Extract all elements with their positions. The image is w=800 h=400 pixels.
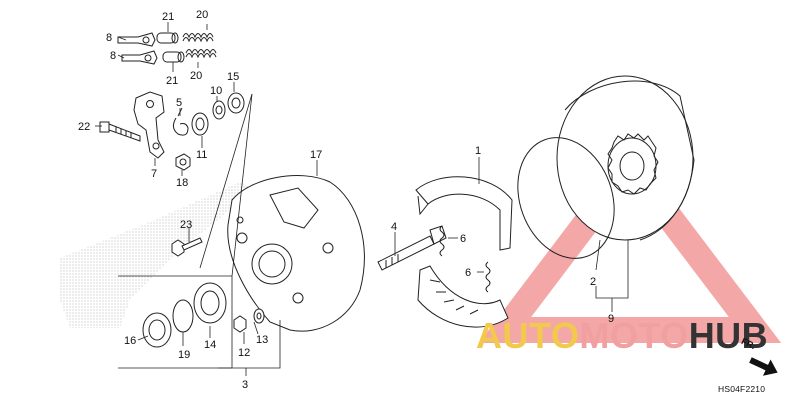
watermark-part-hub: HUB [689, 315, 769, 356]
part-17-brake-panel [227, 175, 365, 332]
watermark-part-moto: MOTO [579, 315, 688, 356]
callout-8-bottom: 8 [110, 50, 116, 62]
callout-20-top: 20 [196, 9, 208, 21]
front-arrow-icon [749, 357, 778, 376]
part-1-brake-shoe-lower [417, 265, 509, 328]
background-dotted-shape [60, 182, 255, 328]
part-20-spring-bottom [185, 49, 217, 59]
callout-8-top: 8 [106, 32, 112, 44]
callout-6-upper: 6 [460, 233, 466, 245]
callout-21-bottom: 21 [166, 75, 178, 87]
part-21-pin-top [156, 32, 179, 44]
part-18-nut [175, 153, 191, 171]
callout-13: 13 [256, 334, 268, 346]
callout-11: 11 [196, 149, 207, 161]
part-8-lever-bottom [121, 50, 158, 65]
watermark-part-auto: AUTO [476, 315, 579, 356]
part-5-spring [172, 107, 189, 136]
callout-1: 1 [475, 145, 481, 157]
part-20-spring-top [182, 33, 214, 43]
callout-20-bottom: 20 [190, 70, 202, 82]
part-16-seal [142, 312, 172, 348]
part-13-washer [253, 308, 265, 324]
part-10-washer [212, 100, 226, 120]
callout-7: 7 [151, 168, 157, 180]
part-19-circlip [172, 299, 194, 333]
part-12-bolt [233, 315, 247, 333]
callout-19: 19 [178, 349, 190, 361]
leader-lines [95, 22, 629, 376]
callout-4: 4 [391, 221, 397, 233]
diagram-code: HS04F2210 [718, 384, 765, 394]
callout-16: 16 [124, 335, 136, 347]
callout-18: 18 [176, 177, 188, 189]
watermark-triangle [478, 143, 782, 343]
callout-22: 22 [78, 121, 90, 133]
part-2-brake-drum [556, 75, 695, 241]
part-15-bearing [227, 92, 245, 114]
part-1-brake-shoe-upper [415, 176, 513, 251]
watermark-text: AUTOMOTOHUB [476, 315, 768, 356]
callout-labels: 20 21 8 8 21 20 15 10 5 22 11 7 18 17 23… [78, 9, 614, 391]
callout-2: 2 [590, 276, 596, 288]
part-2-wire-ring [517, 137, 615, 259]
part-7-bracket [133, 91, 165, 159]
callout-12: 12 [238, 347, 250, 359]
callout-3: 3 [242, 379, 248, 391]
callout-6-lower: 6 [465, 267, 471, 279]
callout-9: 9 [608, 313, 614, 325]
callout-23: 23 [180, 219, 192, 231]
callout-21-top: 21 [162, 11, 174, 23]
part-8-lever-top [117, 32, 156, 47]
callout-15: 15 [227, 71, 239, 83]
callout-10: 10 [210, 85, 222, 97]
callout-5: 5 [176, 97, 182, 109]
watermark-logo: AUTOMOTOHUB [476, 315, 768, 356]
part-6-spring-upper [439, 225, 445, 257]
part-21-pin-bottom [162, 51, 185, 63]
part-14-bearing [193, 282, 227, 324]
callout-14: 14 [204, 339, 216, 351]
part-11-seal [191, 112, 209, 136]
callout-17: 17 [310, 149, 322, 161]
part-4-brake-cam [377, 225, 447, 271]
part-23-bolt [171, 237, 203, 257]
part-22-bolt [99, 121, 141, 142]
part-6-spring-lower [485, 261, 491, 293]
